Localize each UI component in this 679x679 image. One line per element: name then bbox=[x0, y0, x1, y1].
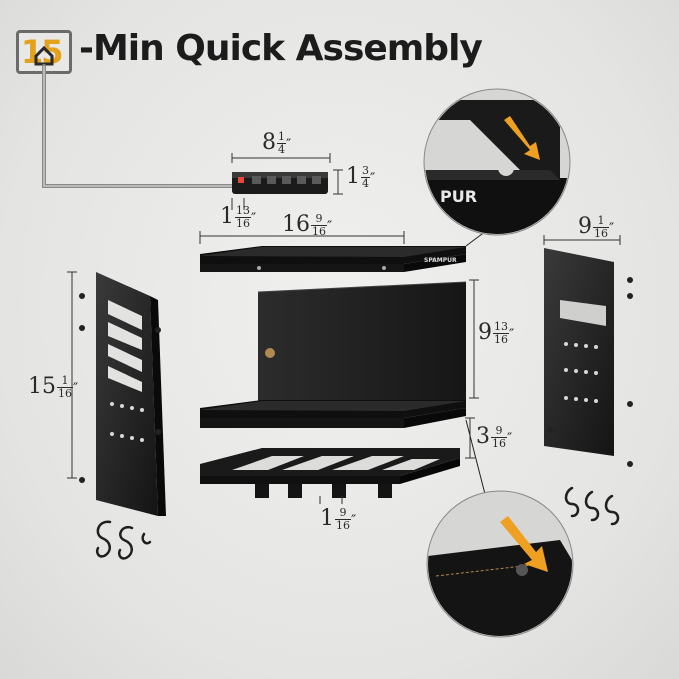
cabinet-door bbox=[257, 281, 467, 410]
detail-callout-bottom bbox=[426, 490, 574, 638]
left-side-panel bbox=[79, 272, 166, 516]
page-title: -Min Quick Assembly bbox=[79, 28, 483, 69]
house-icon bbox=[34, 45, 54, 66]
s-hook-icon bbox=[564, 486, 620, 526]
power-strip bbox=[232, 172, 328, 194]
right-side-panel bbox=[544, 248, 633, 467]
power-cord bbox=[42, 64, 238, 188]
detail-callout-top: PUR bbox=[423, 88, 571, 236]
middle-shelf bbox=[200, 400, 466, 428]
top-shelf bbox=[200, 246, 466, 272]
callout-logo: PUR bbox=[440, 187, 477, 206]
door-knob bbox=[265, 348, 275, 358]
bottom-rack bbox=[200, 448, 460, 498]
shelf-logo: SPAMPUR bbox=[424, 257, 457, 264]
s-hook-icon bbox=[96, 520, 152, 560]
